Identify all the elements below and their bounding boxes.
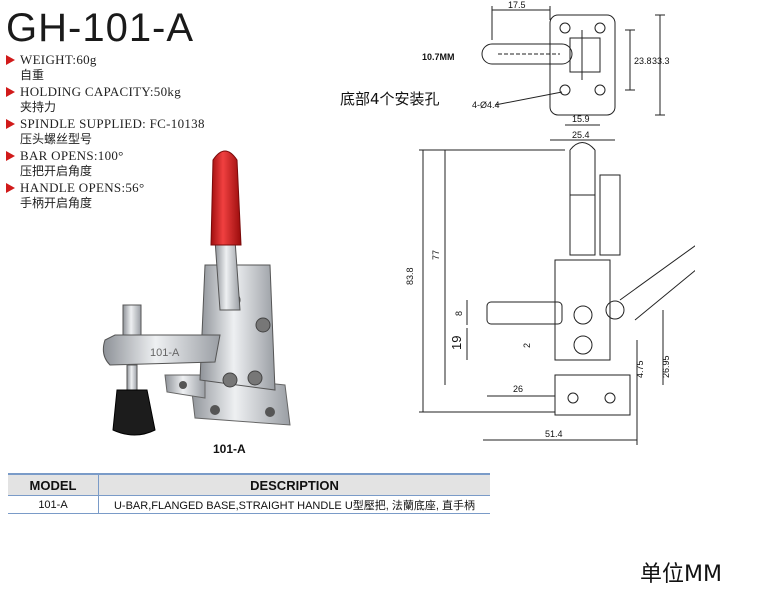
spec-zh: 压把开启角度 — [20, 164, 93, 178]
side-view-drawing: 83.8 77 8 19 2 26 51.4 4.75 26.95 — [405, 142, 695, 445]
dim-label: 2 — [522, 343, 532, 348]
dim-label: 19 — [449, 336, 464, 350]
dim-label: 26.95 — [661, 355, 671, 378]
dim-label: 33.3 — [652, 56, 670, 66]
red-triangle-icon — [6, 55, 15, 65]
dim-label: 10.7MM — [422, 52, 455, 62]
clamp-photo: 101-A — [102, 150, 291, 436]
dim-label: 83.8 — [405, 267, 415, 285]
spec-handle-opens: HANDLE OPENS:56° 手柄开启角度 — [6, 180, 246, 212]
red-triangle-icon — [6, 87, 15, 97]
spec-en: BAR OPENS:100° — [20, 148, 124, 163]
dim-label: 77 — [431, 250, 441, 260]
photo-caption: 101-A — [213, 442, 246, 456]
unit-label: 单位MM — [640, 562, 722, 587]
spec-en: WEIGHT:60g — [20, 52, 97, 67]
cell-description: U-BAR,FLANGED BASE,STRAIGHT HANDLE U型壓把,… — [98, 495, 490, 514]
dim-label: 25.4 — [572, 130, 590, 140]
spec-weight: WEIGHT:60g 自重 — [6, 52, 246, 84]
spec-en: SPINDLE SUPPLIED: FC-10138 — [20, 116, 205, 131]
spec-en: HANDLE OPENS:56° — [20, 180, 145, 195]
dim-label: 26 — [513, 384, 523, 394]
spec-holding-capacity: HOLDING CAPACITY:50kg 夹持力 — [6, 84, 246, 116]
photo-stamp: 101-A — [150, 347, 180, 359]
dim-label: 17.5 — [508, 0, 526, 10]
top-view-drawing: 17.5 10.7MM 23.8 33.3 4-Ø4.4 15.9 25.4 — [422, 0, 670, 141]
dim-label: 15.9 — [572, 114, 590, 124]
dim-label: 8 — [454, 311, 464, 316]
spec-bar-opens: BAR OPENS:100° 压把开启角度 — [6, 148, 246, 180]
dim-label: 51.4 — [545, 429, 563, 439]
spec-zh: 手柄开启角度 — [20, 196, 93, 210]
column-header-model: MODEL — [8, 473, 99, 496]
table-row: 101-A U-BAR,FLANGED BASE,STRAIGHT HANDLE… — [8, 495, 490, 514]
red-triangle-icon — [6, 151, 15, 161]
spec-en: HOLDING CAPACITY:50kg — [20, 84, 181, 99]
spec-zh: 夹持力 — [20, 100, 57, 114]
column-header-description: DESCRIPTION — [98, 473, 490, 496]
dim-label: 23.8 — [634, 56, 652, 66]
base-holes-note: 底部4个安装孔 — [340, 90, 440, 108]
spec-spindle: SPINDLE SUPPLIED: FC-10138 压头螺丝型号 — [6, 116, 246, 148]
spec-zh: 压头螺丝型号 — [20, 132, 93, 146]
page-title: GH-101-A — [6, 6, 195, 50]
table-header-row: MODEL DESCRIPTION — [8, 473, 490, 496]
cell-model: 101-A — [8, 495, 99, 514]
spec-zh: 自重 — [20, 68, 45, 82]
dim-label: 4-Ø4.4 — [472, 100, 500, 110]
spec-list: WEIGHT:60g 自重 HOLDING CAPACITY:50kg 夹持力 … — [6, 52, 246, 212]
dim-label: 4.75 — [635, 360, 645, 378]
red-triangle-icon — [6, 119, 15, 129]
red-triangle-icon — [6, 183, 15, 193]
model-table: MODEL DESCRIPTION 101-A U-BAR,FLANGED BA… — [8, 473, 490, 514]
